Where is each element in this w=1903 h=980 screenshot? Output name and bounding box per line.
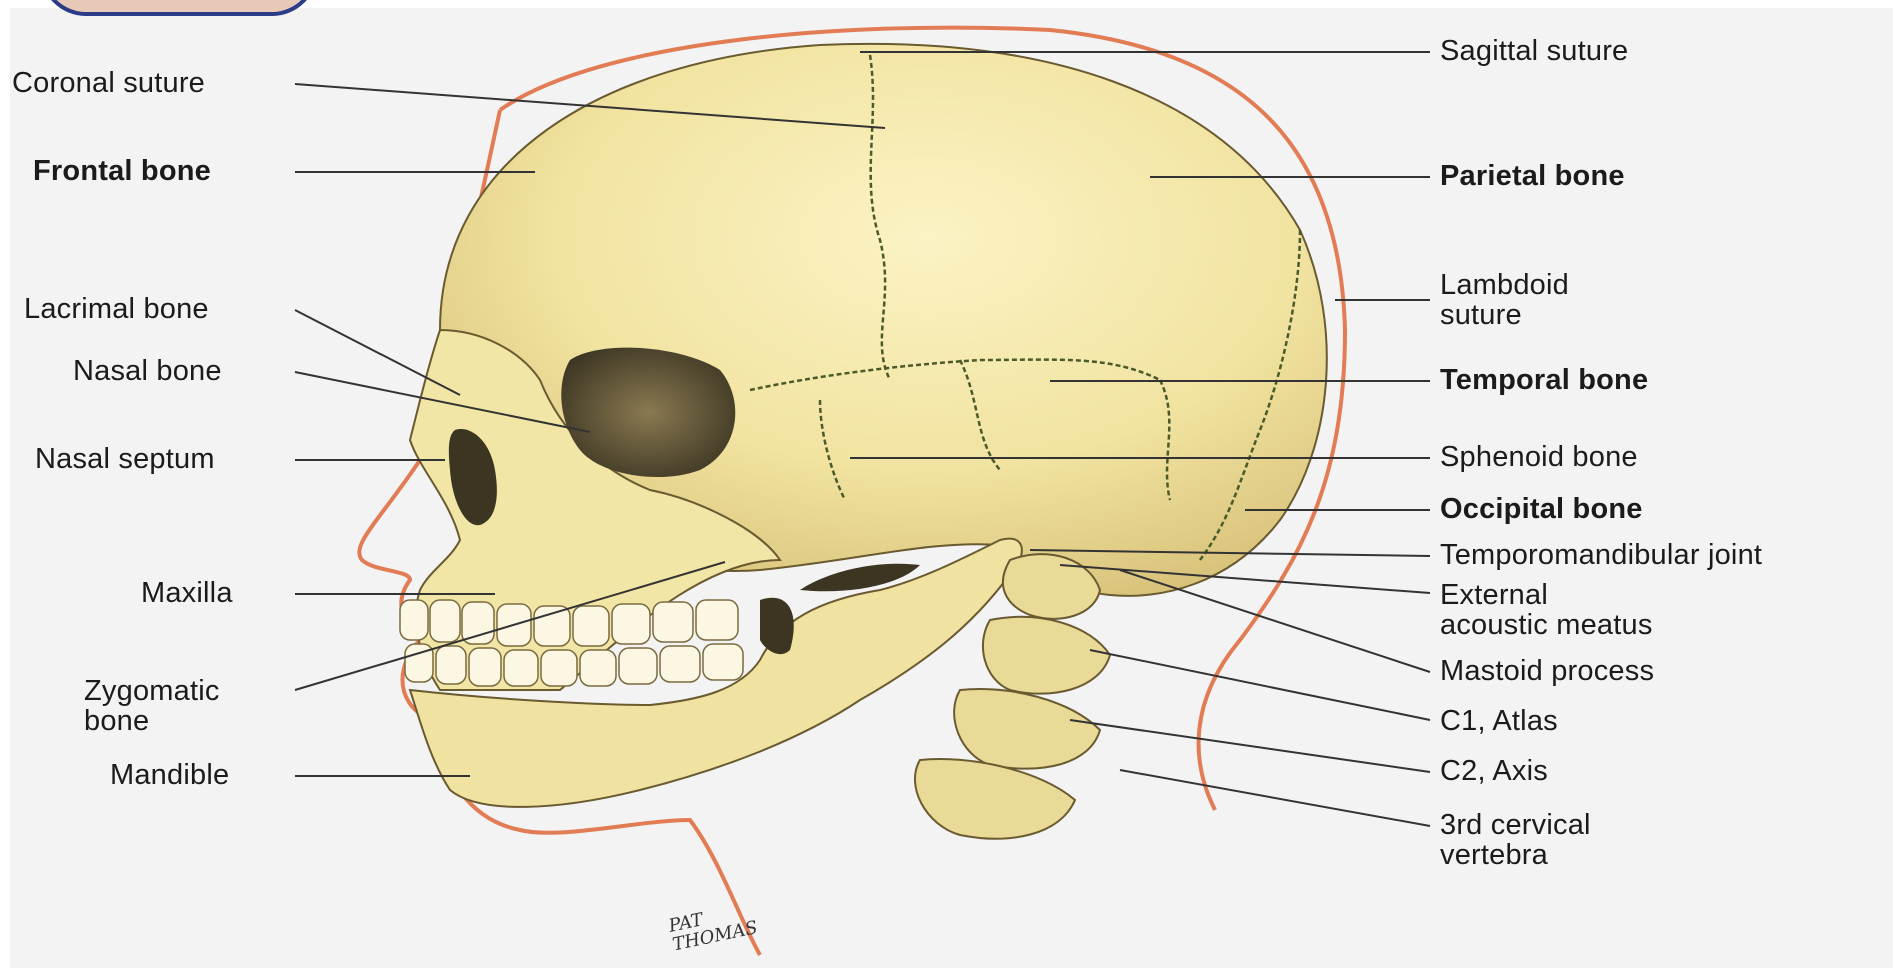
label-maxilla: Maxilla	[141, 578, 233, 608]
label-sphenoid-bone: Sphenoid bone	[1440, 442, 1638, 472]
label-temporomandibular-joint: Temporomandibular joint	[1440, 540, 1762, 570]
label-nasal-septum: Nasal septum	[35, 444, 215, 474]
leader-tmj	[1030, 550, 1430, 556]
leader-mastoid-process	[1120, 570, 1430, 672]
leader-external-acoustic-meatus	[1060, 565, 1430, 593]
label-c1-atlas: C1, Atlas	[1440, 706, 1558, 736]
label-parietal-bone: Parietal bone	[1440, 161, 1625, 191]
label-nasal-bone: Nasal bone	[73, 356, 222, 386]
label-frontal-bone: Frontal bone	[33, 156, 211, 186]
label-third-cervical-vertebra-line2: vertebra	[1440, 840, 1548, 870]
label-temporal-bone: Temporal bone	[1440, 365, 1648, 395]
label-external-acoustic-meatus-line2: acoustic meatus	[1440, 610, 1653, 640]
label-lambdoid-suture-line2: suture	[1440, 300, 1522, 330]
leader-c3-vertebra	[1120, 770, 1430, 826]
leader-c2-axis	[1070, 720, 1430, 772]
leader-coronal-suture	[295, 84, 885, 128]
label-occipital-bone: Occipital bone	[1440, 494, 1643, 524]
label-zygomatic-bone-line2: bone	[84, 706, 149, 736]
leader-lacrimal-bone	[295, 310, 460, 395]
label-sagittal-suture: Sagittal suture	[1440, 36, 1628, 66]
label-mandible: Mandible	[110, 760, 229, 790]
label-third-cervical-vertebra-line1: 3rd cervical	[1440, 810, 1591, 840]
right-edge	[1893, 0, 1903, 980]
label-zygomatic-bone-line1: Zygomatic	[84, 676, 220, 706]
label-mastoid-process: Mastoid process	[1440, 656, 1654, 686]
label-lacrimal-bone: Lacrimal bone	[24, 294, 209, 324]
label-external-acoustic-meatus-line1: External	[1440, 580, 1548, 610]
label-c2-axis: C2, Axis	[1440, 756, 1548, 786]
label-coronal-suture: Coronal suture	[12, 68, 205, 98]
leader-c1-atlas	[1090, 650, 1430, 720]
label-lambdoid-suture-line1: Lambdoid	[1440, 270, 1569, 300]
leader-nasal-bone	[295, 372, 590, 432]
leader-zygomatic-bone	[295, 562, 725, 690]
